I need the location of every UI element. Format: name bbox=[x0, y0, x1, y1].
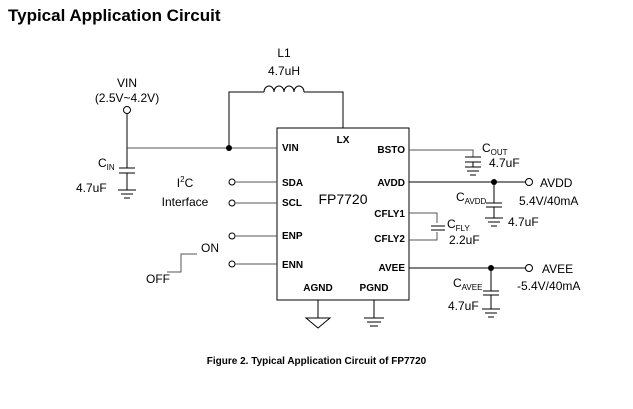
vin-range: (2.5V~4.2V) bbox=[95, 91, 159, 105]
cfly-label: CFLY bbox=[447, 217, 470, 233]
pin-sda: SDA bbox=[282, 178, 303, 189]
cavdd-value: 4.7uF bbox=[508, 215, 539, 229]
pin-enp: ENP bbox=[282, 231, 303, 242]
inductor-symbol bbox=[228, 85, 344, 148]
avdd-output bbox=[409, 178, 533, 227]
avee-label: AVEE bbox=[542, 262, 573, 276]
vin-label: VIN bbox=[117, 76, 137, 90]
inductor-name: L1 bbox=[277, 46, 291, 60]
pin-avee: AVEE bbox=[379, 263, 406, 274]
cfly-value: 2.2uF bbox=[449, 233, 480, 247]
cin-value: 4.7uF bbox=[76, 181, 107, 195]
cout-capacitor bbox=[409, 149, 481, 176]
cout-label: COUT bbox=[482, 141, 508, 157]
cavdd-label: CAVDD bbox=[456, 190, 487, 206]
pin-vin: VIN bbox=[282, 143, 299, 154]
cavee-label: CAVEE bbox=[453, 276, 482, 292]
inductor-value: 4.7uH bbox=[268, 64, 300, 78]
i2c-label: I2C bbox=[177, 175, 194, 190]
pin-agnd: AGND bbox=[303, 283, 332, 294]
pin-bsto: BSTO bbox=[377, 145, 405, 156]
switch-on-label: ON bbox=[201, 241, 219, 255]
pin-scl: SCL bbox=[282, 198, 302, 209]
pin-cfly2: CFLY2 bbox=[374, 234, 405, 245]
cfly-capacitor bbox=[409, 212, 445, 241]
i2c-interface-label: Interface bbox=[162, 195, 209, 209]
cin-label: CIN bbox=[98, 156, 115, 172]
vin-wiring bbox=[123, 106, 277, 168]
pin-cfly1: CFLY1 bbox=[374, 209, 405, 220]
pin-pgnd: PGND bbox=[360, 283, 389, 294]
pgnd-ground bbox=[364, 300, 384, 327]
cavee-value: 4.7uF bbox=[448, 299, 479, 313]
pin-lx: LX bbox=[337, 135, 350, 146]
ic-name: FP7720 bbox=[318, 191, 367, 207]
figure-heading: Typical Application Circuit bbox=[8, 6, 221, 25]
switch-off-label: OFF bbox=[146, 272, 170, 286]
figure-caption: Figure 2. Typical Application Circuit of… bbox=[206, 356, 427, 367]
enable-switch bbox=[167, 232, 277, 273]
avdd-label: AVDD bbox=[540, 176, 573, 190]
avdd-spec: 5.4V/40mA bbox=[519, 194, 578, 208]
agnd-ground bbox=[304, 300, 332, 329]
cin-capacitor bbox=[118, 167, 136, 199]
i2c-terminals bbox=[228, 178, 277, 207]
pin-enn: ENN bbox=[282, 260, 303, 271]
pin-avdd: AVDD bbox=[377, 178, 405, 189]
avee-output bbox=[409, 264, 533, 318]
avee-spec: -5.4V/40mA bbox=[517, 279, 580, 293]
cout-value: 4.7uF bbox=[489, 156, 520, 170]
